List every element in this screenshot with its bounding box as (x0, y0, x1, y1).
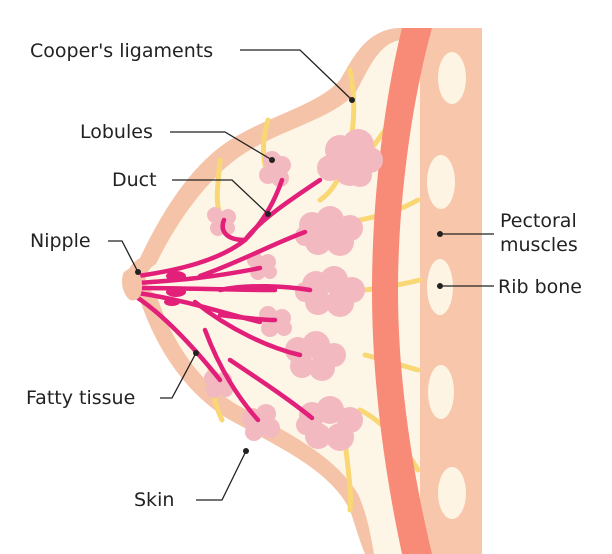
leader-fatty (160, 352, 197, 399)
label-nipple: Nipple (30, 230, 91, 252)
label-rib-bone: Rib bone (498, 276, 582, 298)
nipple (122, 268, 186, 306)
leader-dots (135, 97, 443, 454)
lobules (204, 129, 383, 451)
label-coopers-ligaments: Cooper's ligaments (30, 40, 214, 62)
label-pectoral-line2: muscles (500, 234, 578, 256)
leader-nipple (108, 240, 139, 273)
ducts (135, 177, 323, 423)
label-lobules: Lobules (80, 121, 153, 143)
lobule-5 (247, 252, 277, 280)
label-pectoral-line1: Pectoral (500, 210, 577, 232)
label-skin: Skin (134, 489, 175, 511)
lobule-11 (296, 396, 363, 451)
rib-bone-1 (438, 52, 466, 104)
lobule-8 (285, 331, 346, 381)
leader-lines (108, 49, 494, 501)
leader-duct (172, 179, 269, 215)
label-fatty-tissue: Fatty tissue (26, 387, 136, 409)
leader-skin (196, 450, 247, 501)
rib-bone-2 (427, 155, 455, 209)
lobule-9 (204, 370, 233, 398)
leader-coopers (240, 49, 353, 101)
label-duct: Duct (112, 169, 157, 191)
lobule-7 (259, 306, 292, 337)
lobule-1 (317, 129, 383, 187)
pectoral-muscle (372, 28, 432, 554)
lobule-10 (242, 404, 280, 441)
rib-bone-5 (438, 467, 466, 519)
lobule-2 (259, 151, 291, 187)
rib-bone-4 (428, 365, 454, 419)
leader-lobules (170, 131, 273, 161)
